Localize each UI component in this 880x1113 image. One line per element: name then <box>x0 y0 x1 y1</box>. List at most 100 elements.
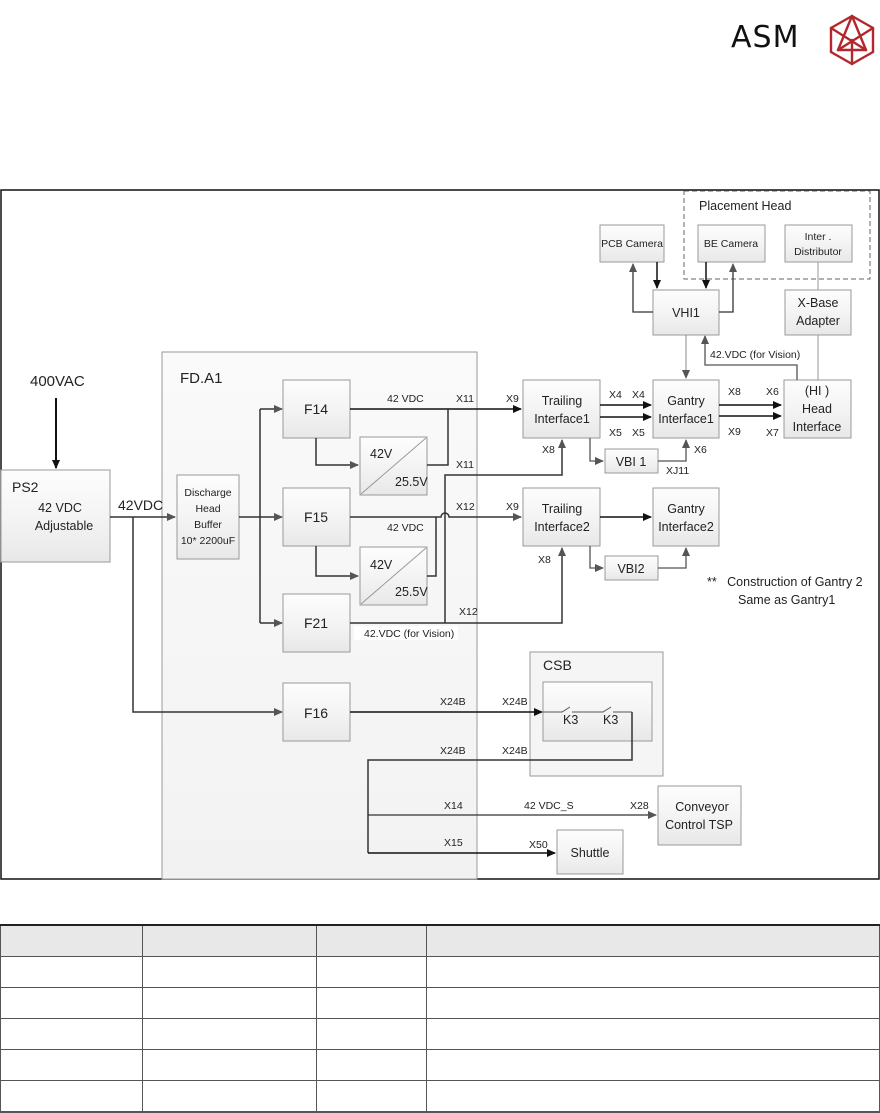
table-cell <box>426 1049 880 1081</box>
conveyor-line1: Conveyor <box>675 800 729 814</box>
fda1-title: FD.A1 <box>180 370 223 387</box>
converter-2-out: 25.5V <box>395 585 428 599</box>
gantry2-line1: Gantry <box>667 502 705 516</box>
table-row <box>0 1049 880 1081</box>
conveyor-control-box: Conveyor Control TSP <box>657 785 742 846</box>
f15-box: F15 <box>282 487 351 547</box>
ps2-line1: 42 VDC <box>38 501 82 515</box>
table-header-row <box>0 924 880 957</box>
vision-label-bg <box>354 626 458 640</box>
label-x50: X50 <box>529 839 548 851</box>
label-x9-c: X9 <box>728 426 741 438</box>
gantry2-line2: Interface2 <box>658 520 714 534</box>
xbase-adapter-box <box>784 289 852 336</box>
label-x14: X14 <box>444 800 463 812</box>
table-row <box>0 1018 880 1050</box>
vbi1-to-gantry1 <box>658 439 690 462</box>
shuttle-box: Shuttle <box>556 829 624 875</box>
trailing-interface-1-box: Trailing Interface1 <box>522 379 601 439</box>
table-cell <box>316 987 427 1019</box>
label-42vdc-s: 42 VDC_S <box>524 800 574 812</box>
asm-polyhedron-icon <box>829 14 875 66</box>
buffer-line1: Discharge <box>184 487 231 499</box>
label-x8-c: X8 <box>728 386 741 398</box>
gantry-interface-1-box: Gantry Interface1 <box>652 379 720 439</box>
table-cell <box>0 1080 143 1113</box>
distributor-line2: Distributor <box>794 246 842 258</box>
pcb-camera-box <box>599 224 665 263</box>
xbase-line1: X-Base <box>798 296 839 310</box>
label-x4-a: X4 <box>609 389 622 401</box>
table-header-cell <box>426 924 880 957</box>
head-interface-line2: Head <box>802 402 832 416</box>
table-cell <box>316 1018 427 1050</box>
xbase-line2: Adapter <box>796 314 840 328</box>
label-x8-b: X8 <box>538 554 551 566</box>
f14-label: F14 <box>304 401 328 417</box>
label-x15: X15 <box>444 837 463 849</box>
placement-head-region <box>683 190 871 280</box>
vbi2-label: VBI2 <box>617 562 644 576</box>
f14-box: F14 <box>282 379 351 439</box>
f14-to-converter1 <box>315 438 359 469</box>
label-x7: X7 <box>766 427 779 439</box>
gantry1-line2: Interface1 <box>658 412 714 426</box>
table-cell <box>0 1049 143 1081</box>
label-42vdc-a: 42 VDC <box>387 393 424 405</box>
vbi2-to-gantry2 <box>658 547 690 569</box>
head-interface-box: (HI ) Head Interface <box>783 379 852 439</box>
f15-to-trailing2 <box>350 512 522 521</box>
ps2-title: PS2 <box>12 479 39 495</box>
csb-return-line <box>367 712 633 853</box>
buffer-line2: Head <box>195 503 220 515</box>
csb-title: CSB <box>543 657 572 673</box>
note-line2: Same as Gantry1 <box>738 593 835 607</box>
table-row <box>0 1080 880 1113</box>
ps2-to-f16-line <box>132 517 283 716</box>
label-x12-b: X12 <box>459 606 478 618</box>
label-vision-a: 42.VDC (for Vision) <box>364 628 454 640</box>
buffer-line3: Buffer <box>194 519 222 531</box>
shuttle-label: Shuttle <box>571 846 610 860</box>
table-cell <box>142 1018 317 1050</box>
vhi1-to-be-camera <box>719 263 737 313</box>
head-interface-line1: (HI ) <box>805 384 829 398</box>
be-camera-label: BE Camera <box>704 238 758 250</box>
vbi2-box <box>604 555 659 581</box>
vhi1-box <box>652 289 720 336</box>
table-cell <box>426 1080 880 1113</box>
label-x24b-c: X24B <box>440 745 466 757</box>
table-cell <box>316 1080 427 1113</box>
distributor-line1: Inter . <box>805 231 832 243</box>
note-line1: ** Construction of Gantry 2 <box>707 575 863 589</box>
table-cell <box>142 987 317 1019</box>
vbi1-label: VBI 1 <box>616 455 647 469</box>
f21-to-trailing2 <box>350 547 566 624</box>
table-cell <box>0 987 143 1019</box>
table-cell <box>142 1080 317 1113</box>
label-x5-b: X5 <box>632 427 645 439</box>
label-x11-a: X11 <box>456 393 474 405</box>
label-x28: X28 <box>630 800 649 812</box>
pcb-camera-label: PCB Camera <box>601 238 663 250</box>
buffer-box <box>176 474 240 560</box>
f21-label: F21 <box>304 615 328 631</box>
input-voltage-label: 400VAC <box>30 373 85 390</box>
table-cell <box>0 1018 143 1050</box>
conveyor-line2: Control TSP <box>665 818 733 832</box>
label-x9-a: X9 <box>506 393 519 405</box>
f16-box: F16 <box>282 682 351 742</box>
logo-text: ASM <box>731 20 800 55</box>
label-x12-a: X12 <box>456 501 475 513</box>
trailing1-line2: Interface1 <box>534 412 590 426</box>
table-header-cell <box>0 924 143 957</box>
label-x5-a: X5 <box>609 427 622 439</box>
trailing-interface-2-box: Trailing Interface2 <box>522 487 601 547</box>
label-x11-b: X11 <box>456 459 474 471</box>
table-cell <box>426 1018 880 1050</box>
vhi1-to-pcb-camera <box>629 263 653 313</box>
f16-label: F16 <box>304 705 328 721</box>
spec-table <box>0 924 880 1113</box>
f15-to-converter2 <box>315 546 359 580</box>
